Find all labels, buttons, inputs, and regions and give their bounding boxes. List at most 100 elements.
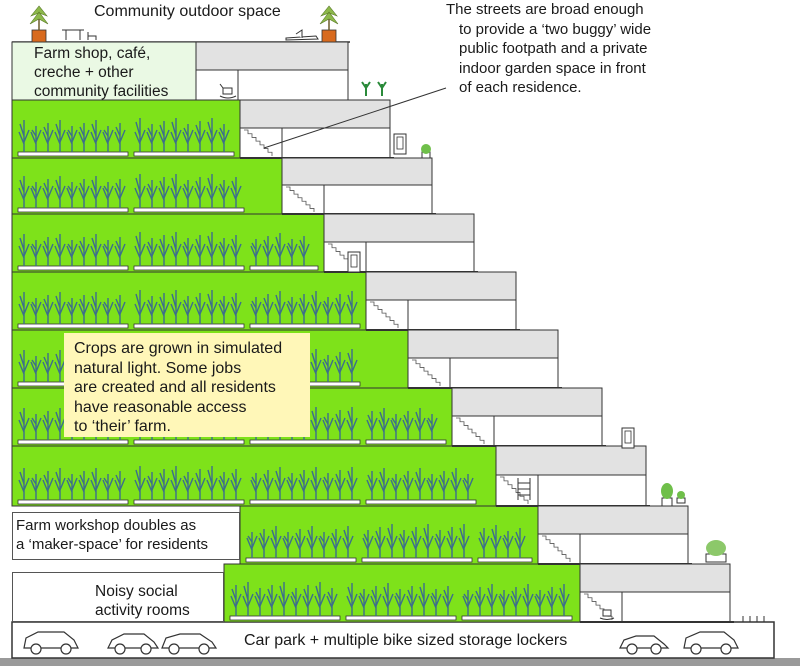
crop-plant [390, 414, 402, 440]
crop-plant [18, 408, 30, 440]
crop-plant [334, 352, 346, 382]
crop-plant [286, 473, 298, 500]
workshop-line: a ‘maker-space’ for residents [16, 536, 209, 553]
crop-plant [274, 467, 286, 500]
crop-plant [114, 237, 126, 266]
crop-plant [146, 472, 158, 500]
potted-plant-icon [377, 81, 387, 96]
crop-plant [30, 356, 42, 382]
crop-plant [390, 474, 402, 500]
crop-plant [182, 238, 194, 266]
planter [17, 439, 129, 445]
car-icon [161, 633, 218, 655]
planter [477, 557, 533, 563]
farm-level [223, 563, 581, 623]
crop-plant [218, 180, 230, 208]
crop-plant [250, 473, 262, 500]
crop-plant [170, 174, 182, 208]
crop-plant [254, 588, 266, 616]
crop-plant [278, 582, 290, 616]
crop-plant [18, 120, 30, 152]
crop-plant [450, 468, 462, 500]
crop-plant [170, 232, 182, 266]
crop-plant [310, 407, 322, 440]
crop-plant [42, 471, 54, 500]
rocking-horse-icon [599, 609, 615, 620]
crop-plant [294, 529, 306, 558]
crop-plant [158, 235, 170, 266]
crop-plant [346, 583, 358, 616]
crop-plant [422, 524, 434, 558]
crop-plant [398, 530, 410, 558]
farm-level [11, 213, 325, 273]
residential-streets [239, 99, 734, 623]
crop-plant [42, 237, 54, 266]
crop-plant [218, 124, 230, 152]
crop-plant [206, 118, 218, 152]
residence [493, 415, 603, 447]
planter [249, 439, 361, 445]
crop-plant [242, 582, 254, 616]
crop-plant [318, 532, 330, 558]
crop-plant [170, 118, 182, 152]
crop-plant [54, 234, 66, 266]
residence [621, 591, 731, 623]
crop-plant [322, 413, 334, 440]
crop-plant [230, 585, 242, 616]
crop-plant [266, 585, 278, 616]
crop-plant [302, 585, 314, 616]
car-icon [23, 631, 79, 655]
crop-plant [90, 292, 102, 324]
crops-note-line: have reasonable access [74, 398, 247, 416]
planter [249, 499, 361, 505]
planter [133, 151, 235, 157]
planter [229, 615, 341, 621]
planter [245, 557, 357, 563]
planter [361, 557, 473, 563]
planter [133, 207, 245, 213]
crop-plant [18, 176, 30, 208]
crop-plant [158, 293, 170, 324]
crop-plant [434, 530, 446, 558]
crop-plant [362, 530, 374, 558]
crop-plant [194, 121, 206, 152]
crop-plant [78, 179, 90, 208]
crop-plant [146, 124, 158, 152]
crop-plant [90, 468, 102, 500]
crop-plant [146, 296, 158, 324]
crop-plant [298, 294, 310, 324]
crop-plant [30, 182, 42, 208]
planter [17, 265, 129, 271]
crop-plant [54, 468, 66, 500]
crop-plant [534, 590, 546, 616]
crop-plant [394, 589, 406, 616]
crop-plant [78, 237, 90, 266]
crop-plant [18, 234, 30, 266]
crop-plant [206, 174, 218, 208]
crop-plant [250, 297, 262, 324]
planter [17, 323, 129, 329]
street-walkway [537, 505, 689, 535]
potted-plant-icon [705, 540, 727, 563]
crop-plant [310, 349, 322, 382]
planter [133, 265, 245, 271]
crop-plant [402, 411, 414, 440]
crop-plant [462, 474, 474, 500]
crop-plant [378, 408, 390, 440]
crop-plant [66, 474, 78, 500]
crop-plant [510, 587, 522, 616]
street-walkway [239, 99, 391, 129]
crop-plant [218, 472, 230, 500]
workshop-label: Farm workshop doubles as a ‘maker-space’… [12, 512, 240, 560]
table-chairs-icon [62, 29, 97, 40]
crop-plant [218, 296, 230, 324]
crop-plant [134, 118, 146, 152]
crop-plant [134, 466, 146, 500]
crop-plant [54, 292, 66, 324]
crop-plant [42, 411, 54, 440]
crop-plant [330, 529, 342, 558]
stairs-icon [370, 301, 399, 328]
street-walkway [495, 445, 647, 476]
crop-plant [194, 235, 206, 266]
crop-plant [402, 471, 414, 500]
